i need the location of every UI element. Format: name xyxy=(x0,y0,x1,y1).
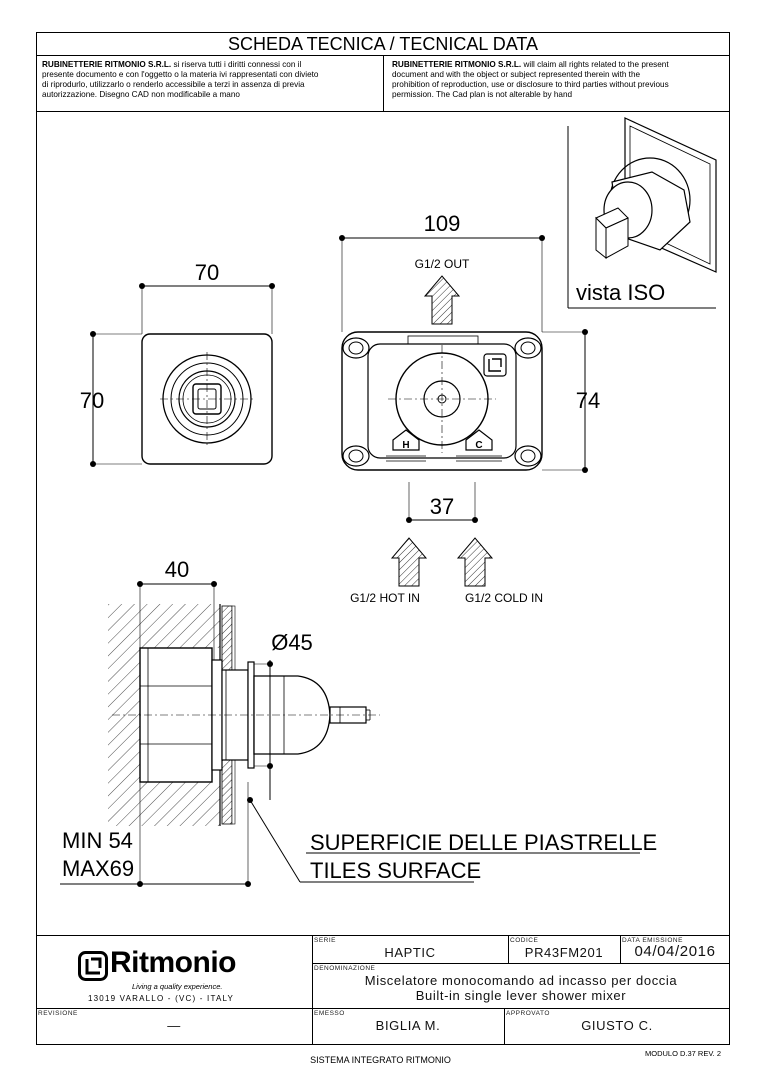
revisione-label: REVISIONE xyxy=(38,1010,78,1017)
ritmonio-logo: Ritmonio xyxy=(78,946,256,982)
notice-en-line: prohibition of reproduction, use or disc… xyxy=(392,80,669,89)
title-block-divider xyxy=(504,1008,505,1045)
denominazione-en: Built-in single lever shower mixer xyxy=(415,988,627,1003)
body-view: H C 109 74 G1/2 OUT 37 G1/2 HOT IN G1/2 … xyxy=(339,211,600,605)
codice-value: PR43FM201 xyxy=(524,945,604,960)
iso-view: vista ISO xyxy=(567,117,717,309)
body-height-dim: 74 xyxy=(576,388,600,413)
front-view: 70 70 xyxy=(80,260,275,467)
tiles-surface-en: TILES SURFACE xyxy=(310,858,481,883)
emesso-value: BIGLIA M. xyxy=(375,1018,441,1033)
notice-en-line: permission. The Cad plan is not alterabl… xyxy=(392,90,573,99)
tiles-surface-it: SUPERFICIE DELLE PIASTRELLE xyxy=(310,830,657,855)
title-block-top xyxy=(36,935,730,936)
title-block-divider xyxy=(620,935,621,963)
approvato-value: GIUSTO C. xyxy=(581,1018,653,1033)
serie-value: HAPTIC xyxy=(384,945,436,960)
min-depth-dim: MIN 54 xyxy=(62,828,133,853)
max-depth-dim: MAX69 xyxy=(62,856,134,881)
title-block-divider xyxy=(312,935,313,1045)
notice-it-line: di riprodurlo, utilizzarlo o renderlo ac… xyxy=(42,80,305,89)
notice-italian: RUBINETTERIE RITMONIO S.R.L. si riserva … xyxy=(42,60,380,100)
iso-label: vista ISO xyxy=(576,280,665,305)
ritmonio-logo-icon xyxy=(78,951,108,981)
front-height-dim: 70 xyxy=(80,388,104,413)
notice-it-line: si riserva tutti i diritti connessi con … xyxy=(171,60,302,69)
serie-label: SERIE xyxy=(314,937,337,944)
depth-dim: 40 xyxy=(165,557,189,582)
sheet-title: SCHEDA TECNICA / TECNICAL DATA xyxy=(227,34,539,54)
diameter-dim: Ø45 xyxy=(271,630,313,655)
codice-label: CODICE xyxy=(510,937,539,944)
footer-module: MODULO D.37 REV. 2 xyxy=(645,1049,721,1058)
front-width-dim: 70 xyxy=(195,260,219,285)
notice-en-company: RUBINETTERIE RITMONIO S.R.L. xyxy=(392,60,522,69)
denominazione-label: DENOMINAZIONE xyxy=(314,965,376,972)
footer-system: SISTEMA INTEGRATO RITMONIO xyxy=(310,1055,451,1065)
hot-in-label: G1/2 HOT IN xyxy=(350,591,420,605)
sheet-frame xyxy=(36,32,730,1045)
section-view: 40 Ø45 MIN 54 MAX69 SUPERFICIE DELLE PIA… xyxy=(60,557,657,887)
hot-marker: H xyxy=(402,440,409,451)
logo-tagline: Living a quality experience. xyxy=(132,982,223,991)
inlet-spacing-dim: 37 xyxy=(430,494,454,519)
notice-it-company: RUBINETTERIE RITMONIO S.R.L. xyxy=(42,60,172,69)
body-width-dim: 109 xyxy=(424,211,461,236)
data-emissione-value: 04/04/2016 xyxy=(634,943,716,960)
notice-english: RUBINETTERIE RITMONIO S.R.L. will claim … xyxy=(392,60,728,100)
company-address: 13019 VARALLO - (VC) - ITALY xyxy=(88,994,235,1003)
title-block-line xyxy=(36,1008,730,1009)
notice-divider xyxy=(383,55,384,111)
logo-wordmark: Ritmonio xyxy=(110,946,236,979)
notice-it-line: presente documento e con l'oggetto o la … xyxy=(42,70,319,79)
notice-it-line: autorizzazione. Disegno CAD non modifica… xyxy=(42,90,240,99)
approvato-label: APPROVATO xyxy=(506,1010,550,1017)
out-label: G1/2 OUT xyxy=(415,257,470,271)
notice-en-line: will claim all rights related to the pre… xyxy=(521,60,669,69)
denominazione-it: Miscelatore monocomando ad incasso per d… xyxy=(364,973,678,988)
revisione-value: — xyxy=(167,1018,181,1033)
title-block-divider xyxy=(508,935,509,963)
emesso-label: EMESSO xyxy=(314,1010,345,1017)
cold-in-label: G1/2 COLD IN xyxy=(465,591,543,605)
header-bottom-line xyxy=(36,111,730,112)
data-emissione-label: DATA EMISSIONE xyxy=(622,937,683,944)
cold-marker: C xyxy=(475,440,482,451)
title-block-line xyxy=(312,963,730,964)
notice-en-line: document and with the object or subject … xyxy=(392,70,641,79)
